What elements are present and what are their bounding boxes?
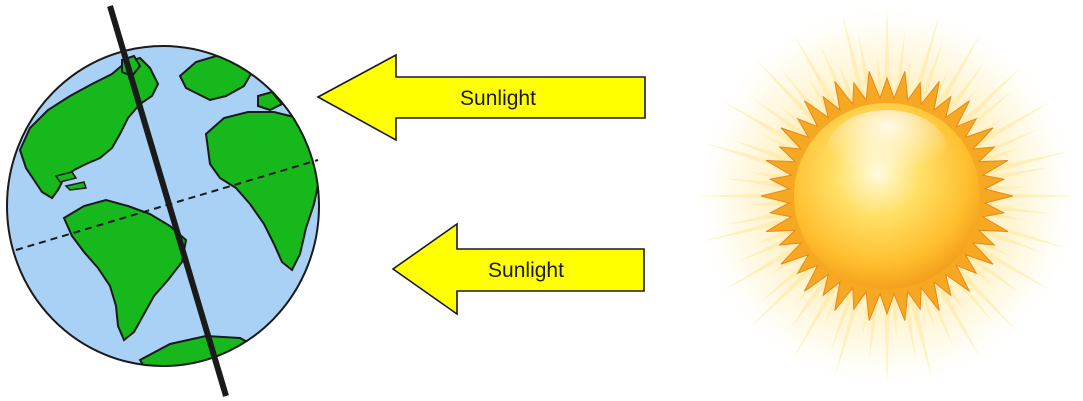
sun-highlight (827, 110, 947, 190)
sun-icon (691, 0, 1083, 392)
sunlight-label-bottom: Sunlight (488, 259, 564, 282)
earth-globe-icon (7, 46, 322, 380)
sunlight-arrow-top: Sunlight (318, 55, 645, 140)
sunlight-arrow-bottom: Sunlight (393, 224, 644, 314)
sunlight-label-top: Sunlight (460, 87, 536, 110)
